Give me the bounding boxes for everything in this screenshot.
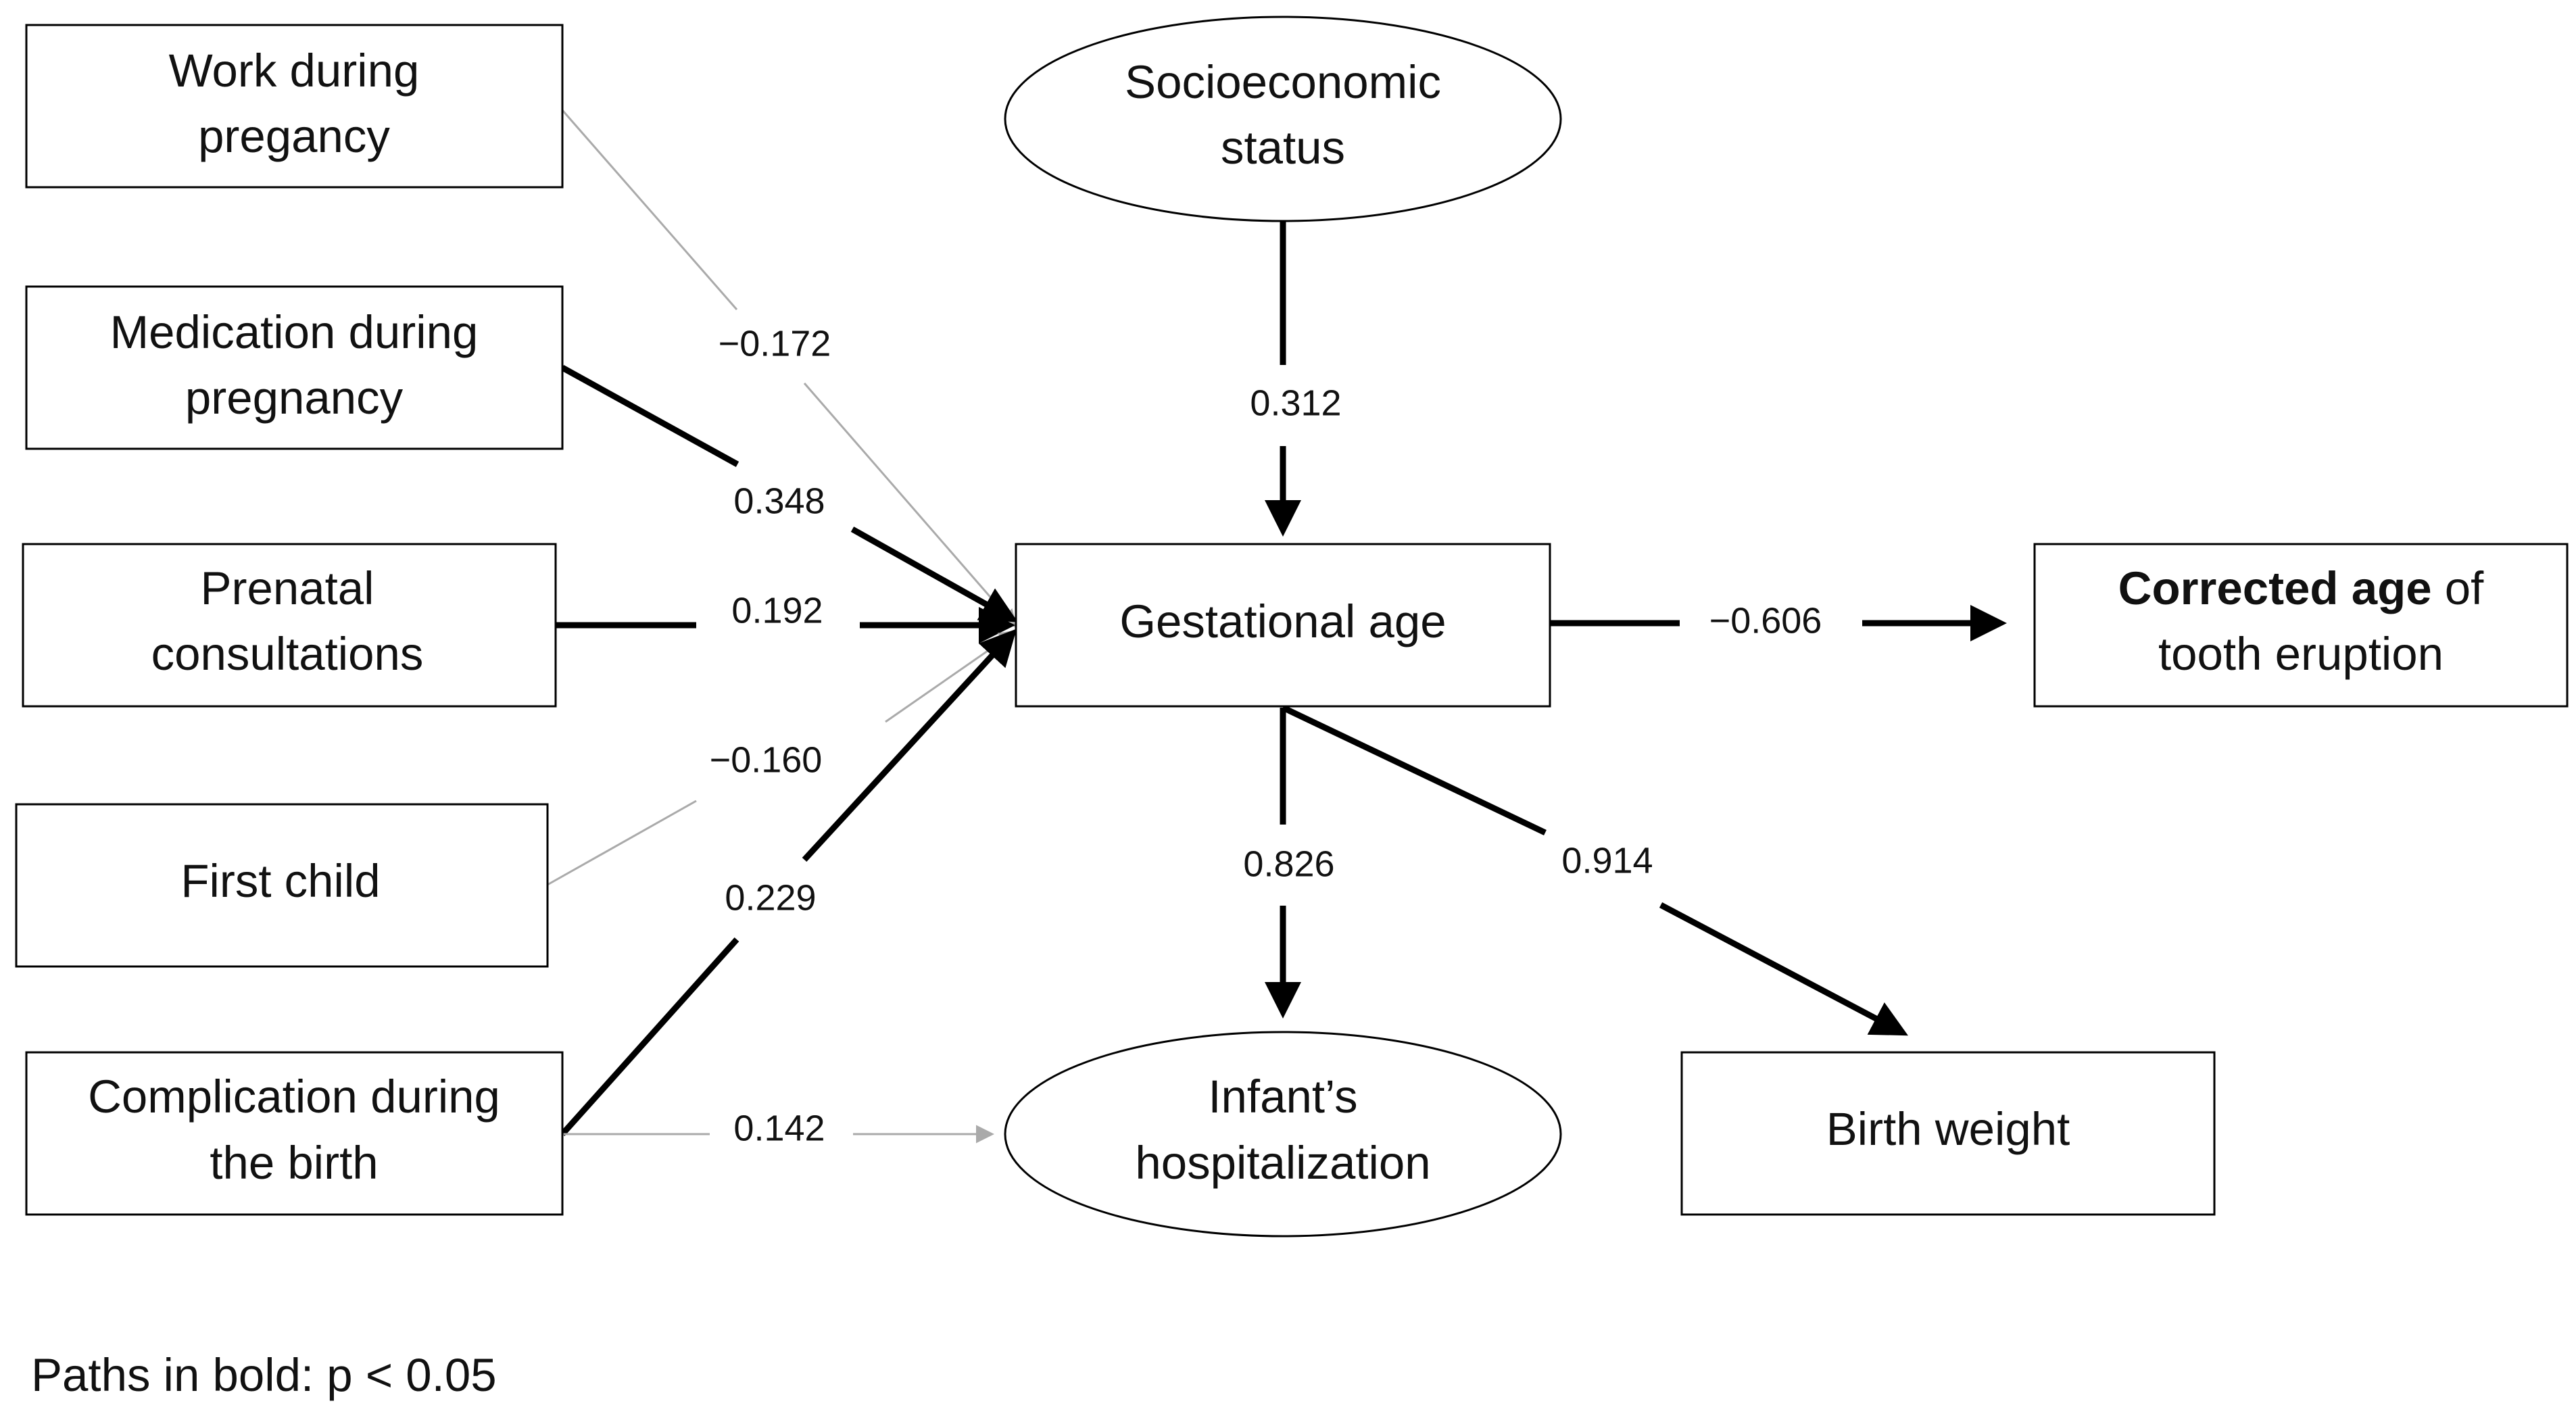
path-medication-to-gestational [560, 365, 1018, 622]
node-complication-during-birth: Complication during the birth [25, 1051, 564, 1216]
coef-medication-to-gestational: 0.348 [733, 481, 825, 521]
node-complication-during-birth-line2: the birth [210, 1137, 378, 1189]
path-gestational-to-birthweight [1282, 704, 1908, 1036]
coef-gestational-to-birthweight: 0.914 [1561, 840, 1653, 881]
coef-prenatal-to-gestational: 0.192 [731, 590, 823, 631]
node-medication-during-pregnancy: Medication during pregnancy [25, 285, 564, 450]
node-corrected-age-line1: Corrected age of [2118, 562, 2485, 614]
significance-caption: Paths in bold: p < 0.05 [31, 1349, 497, 1401]
node-corrected-age-bold: Corrected age [2118, 562, 2432, 614]
coef-gestational-to-hospitalization: 0.826 [1243, 843, 1334, 884]
node-gestational-age: Gestational age [1015, 543, 1551, 708]
node-first-child: First child [15, 803, 549, 968]
node-socioeconomic-status: Socioeconomic status [1004, 16, 1562, 222]
node-prenatal-consultations-line1: Prenatal [201, 562, 374, 614]
coef-work-to-gestational: −0.172 [719, 323, 831, 364]
node-complication-during-birth-line1: Complication during [88, 1071, 500, 1123]
node-infant-hospitalization: Infant’s hospitalization [1004, 1031, 1562, 1238]
coef-complication-to-hospitalization: 0.142 [733, 1108, 825, 1148]
node-infant-hospitalization-line1: Infant’s [1208, 1071, 1357, 1123]
coef-gestational-to-corrected: −0.606 [1709, 600, 1822, 641]
node-corrected-age-rest: of [2432, 562, 2485, 614]
node-socioeconomic-status-line2: status [1221, 122, 1345, 174]
node-birth-weight: Birth weight [1680, 1051, 2216, 1216]
node-prenatal-consultations-line2: consultations [151, 628, 424, 680]
node-birth-weight-label: Birth weight [1826, 1103, 2070, 1155]
node-corrected-age-tooth-eruption: Corrected age of tooth eruption [2033, 543, 2569, 708]
coef-complication-to-gestational: 0.229 [725, 877, 816, 918]
coef-firstchild-to-gestational: −0.160 [710, 739, 823, 780]
node-socioeconomic-status-line1: Socioeconomic [1125, 56, 1441, 108]
path-work-to-gestational [561, 109, 1017, 629]
node-corrected-age-line2: tooth eruption [2158, 628, 2444, 680]
path-complication-to-gestational [560, 629, 1017, 1137]
node-work-during-pregnancy-line2: pregancy [198, 110, 390, 162]
node-first-child-label: First child [180, 855, 380, 907]
node-infant-hospitalization-line2: hospitalization [1135, 1137, 1430, 1189]
node-prenatal-consultations: Prenatal consultations [22, 543, 557, 708]
node-medication-during-pregnancy-line1: Medication during [110, 306, 479, 358]
node-medication-during-pregnancy-line2: pregnancy [185, 372, 404, 424]
node-work-during-pregnancy-line1: Work during [169, 45, 420, 97]
node-work-during-pregnancy: Work during pregancy [25, 24, 564, 189]
node-gestational-age-label: Gestational age [1119, 595, 1446, 647]
coef-socioeconomic-to-gestational: 0.312 [1250, 383, 1341, 423]
